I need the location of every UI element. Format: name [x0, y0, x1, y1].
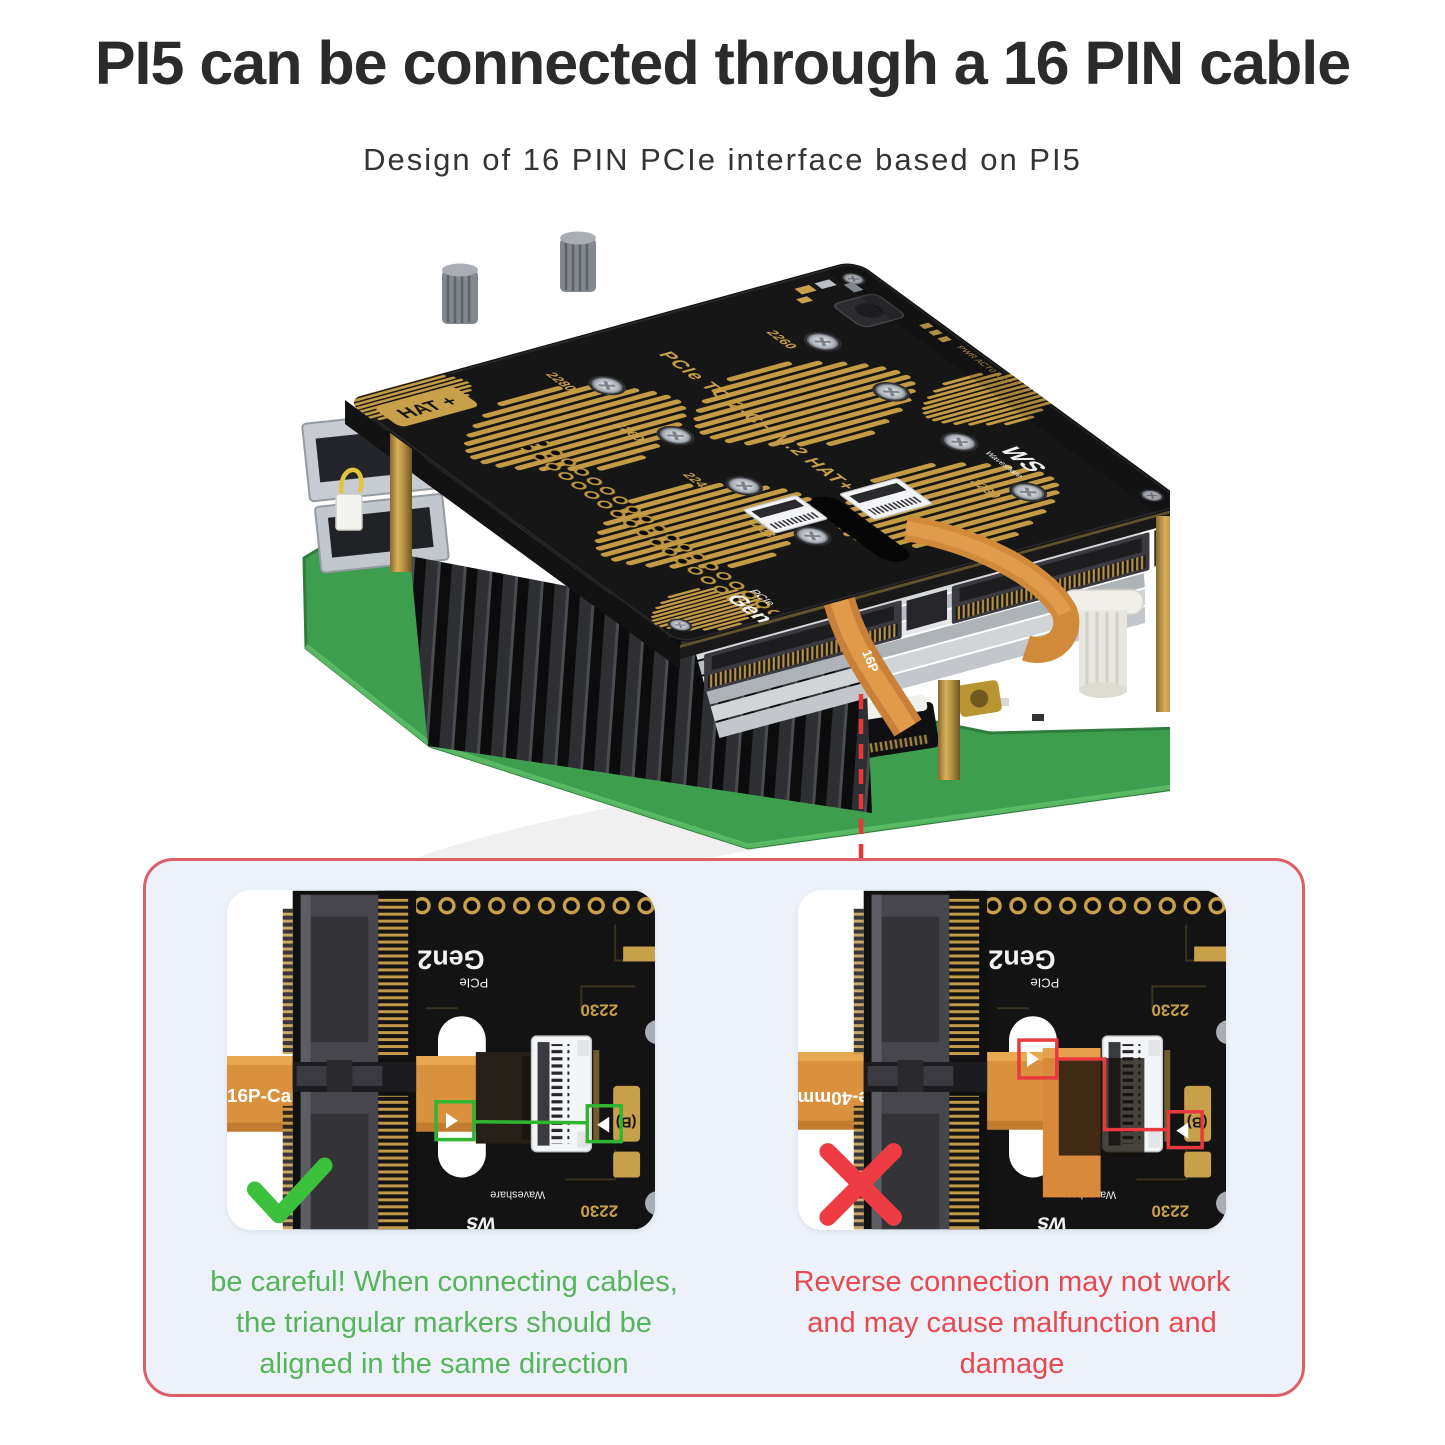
- hat-left-edge: [345, 400, 680, 669]
- comparison-panel: 16P-Cab: [143, 858, 1305, 1397]
- svg-text:2260: 2260: [763, 329, 801, 350]
- triangle-marker-left: [1026, 1051, 1039, 1067]
- svg-text:2230: 2230: [748, 521, 786, 542]
- svg-text:2230: 2230: [967, 478, 1005, 499]
- wrong-connection-card: le-40mm: [798, 890, 1226, 1230]
- product-photo: 16P HAT +: [301, 231, 1170, 863]
- cable-flap-shadow: [1058, 1058, 1145, 1156]
- svg-text:2260: 2260: [611, 421, 649, 442]
- hat-top-face: HAT + 2280 2260 2242 2230 2260: [345, 260, 1170, 642]
- jst-connector: [335, 467, 364, 531]
- svg-text:HAT +: HAT +: [392, 394, 464, 422]
- led-labels: PWR ACT0 ACT1: [955, 345, 1019, 387]
- correct-caption-line: the triangular markers should be: [236, 1307, 652, 1339]
- svg-text:WS: WS: [992, 445, 1055, 473]
- standoff-left: [390, 424, 412, 572]
- ffc-cable-16p: 16P: [822, 591, 922, 737]
- waveshare-logo: WS Waveshare: [983, 445, 1056, 479]
- aligned-markers-annotation: [434, 1100, 623, 1144]
- pi-button: [956, 680, 1002, 717]
- hat-plus-badge: HAT +: [376, 387, 478, 427]
- svg-text:PCIe: PCIe: [746, 589, 778, 607]
- heatsink-layers: [690, 525, 1145, 740]
- hat-front-edge: [680, 504, 1170, 692]
- usb-ports: [301, 409, 450, 574]
- triangle-marker-left: [445, 1112, 458, 1129]
- knurled-screw-2: [560, 231, 596, 292]
- board-title-silk: PCIe TO 2-CH M.2 HAT+ (B): [654, 349, 890, 512]
- misaligned-markers-annotation: [1017, 1038, 1204, 1150]
- pi-ffc-connector: [814, 694, 939, 765]
- standoff-front: [938, 680, 960, 780]
- gpio-holes: [519, 440, 784, 620]
- triangle-marker-right: [597, 1116, 610, 1133]
- wrong-caption-line: Reverse connection may not work: [793, 1266, 1231, 1298]
- correct-caption-line: aligned in the same direction: [259, 1348, 629, 1380]
- correct-connection-image: 16P-Cab: [227, 890, 655, 1230]
- hat-ffc-connector-2: [839, 478, 933, 520]
- cable-16p-label: 16P: [859, 648, 882, 675]
- hat-ffc-connector-1: [743, 495, 828, 534]
- svg-text:Waveshare: Waveshare: [983, 451, 1027, 479]
- svg-text:Gen2: Gen2: [720, 592, 791, 632]
- ffc-cable-loop: [903, 515, 1080, 663]
- cable-label-correct: 16P-Cab: [227, 1086, 303, 1107]
- correct-caption-line: be careful! When connecting cables,: [210, 1266, 678, 1298]
- page-title: PI5 can be connected through a 16 PIN ca…: [94, 29, 1351, 97]
- wrong-connection-image: le-40mm: [798, 890, 1226, 1230]
- thumbscrew: [1062, 589, 1144, 698]
- triangle-marker-right: [1176, 1122, 1189, 1139]
- heatsink-fins: [410, 556, 872, 813]
- svg-text:2280: 2280: [542, 371, 580, 392]
- page-subtitle: Design of 16 PIN PCIe interface based on…: [363, 142, 1082, 177]
- knurled-screw-1: [442, 263, 478, 324]
- svg-text:2242: 2242: [679, 471, 717, 492]
- correct-caption: be careful! When connecting cables, the …: [174, 1262, 714, 1385]
- wrong-caption: Reverse connection may not work and may …: [742, 1262, 1282, 1385]
- cable-label-wrong: le-40mm: [798, 1087, 874, 1108]
- correct-connection-card: 16P-Cab: [227, 890, 655, 1230]
- pcie-gen2-silk: PCIe Gen2: [720, 589, 791, 633]
- standoff-right: [1156, 516, 1170, 712]
- wrong-caption-line: damage: [959, 1348, 1065, 1380]
- check-icon: [246, 1157, 333, 1224]
- pi5-board: [302, 522, 1170, 850]
- cross-icon: [819, 1143, 903, 1226]
- wrong-caption-line: and may cause malfunction and: [807, 1307, 1217, 1339]
